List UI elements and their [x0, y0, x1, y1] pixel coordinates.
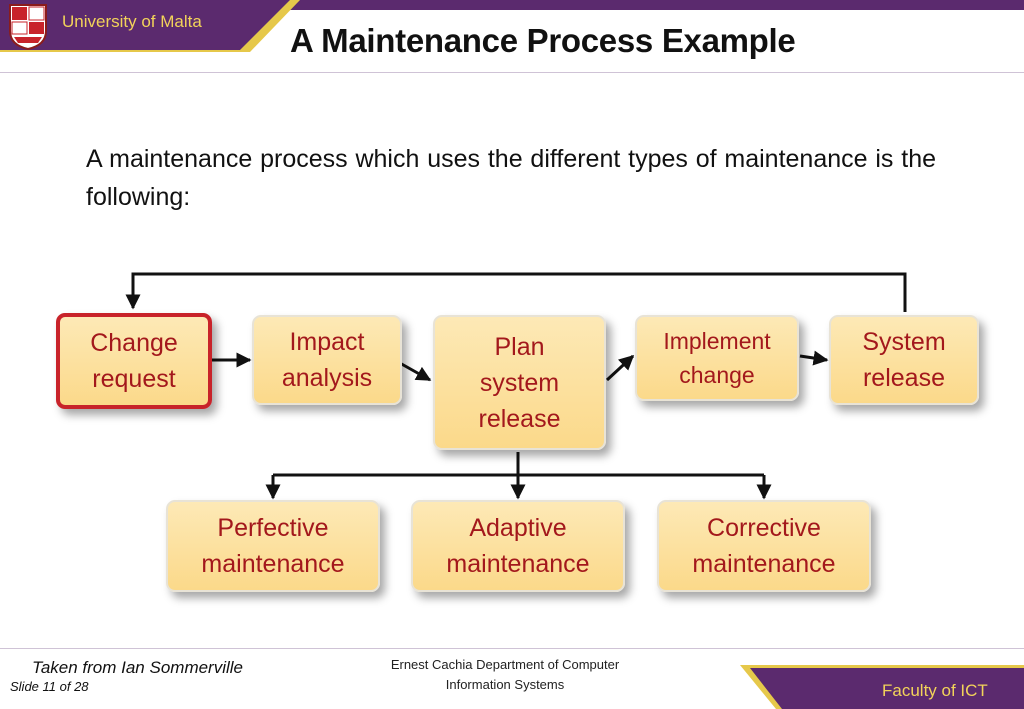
- node-corrective-maintenance: Corrective maintenance: [657, 500, 871, 592]
- slide-number: Slide 11 of 28: [10, 679, 89, 694]
- source-credit: Taken from Ian Sommerville: [32, 658, 244, 677]
- node-adaptive-maintenance: Adaptive maintenance: [411, 500, 625, 592]
- node-plan-system-release: Plan system release: [433, 315, 606, 450]
- header-divider: [0, 72, 1024, 73]
- header-band: [0, 0, 1024, 10]
- faculty-tab: [750, 668, 1024, 709]
- university-crest-icon: [9, 4, 47, 51]
- footer-divider: [0, 648, 1024, 649]
- arrow-plan-to-implement: [605, 354, 635, 382]
- university-tab: [0, 0, 290, 50]
- slide-title: A Maintenance Process Example: [290, 22, 796, 59]
- department-name: Ernest Cachia Department of Computer Inf…: [390, 657, 620, 692]
- node-change-request: Change request: [56, 313, 212, 409]
- node-system-release: System release: [829, 315, 979, 405]
- node-implement-change: Implement change: [635, 315, 799, 401]
- node-impact-analysis: Impact analysis: [252, 315, 402, 405]
- arrow-impact-to-plan: [397, 360, 432, 382]
- feedback-loop-arrow: [125, 272, 907, 312]
- intro-text: A maintenance process which uses the dif…: [86, 145, 936, 211]
- arrow-implement-to-release: [799, 350, 829, 366]
- university-name: University of Malta: [62, 12, 202, 31]
- faculty-name: Faculty of ICT: [882, 681, 988, 700]
- node-perfective-maintenance: Perfective maintenance: [166, 500, 380, 592]
